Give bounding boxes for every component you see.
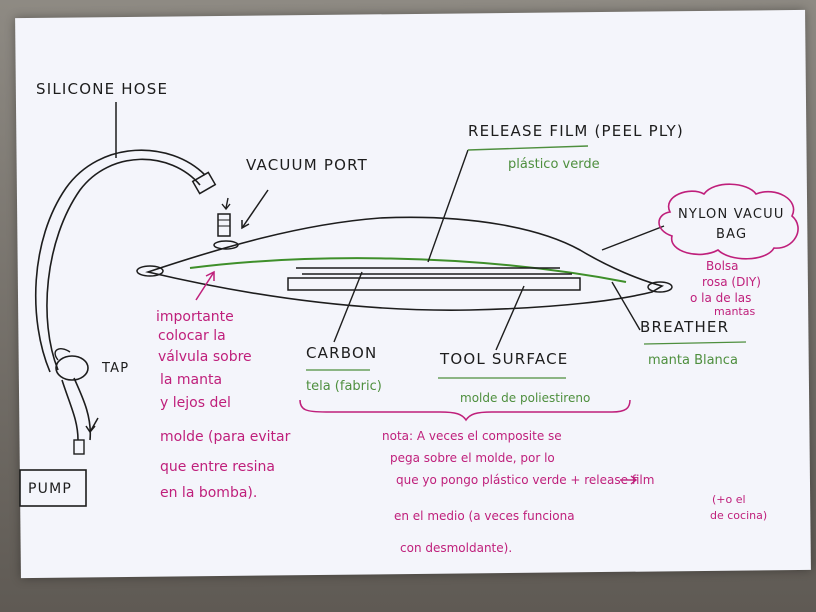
label-silicone-hose: SILICONE HOSE (36, 80, 169, 98)
label-tap: TAP (102, 361, 130, 376)
pump-connector (73, 439, 85, 455)
note-importante-4: la manta (160, 372, 223, 388)
hose-to-pump-left (61, 379, 79, 441)
nylon-vacuum-bag (145, 216, 665, 311)
note-nota-4: en el medio (a veces funciona (394, 509, 575, 523)
note-nota-3: que yo pongo plástico verde + release fi… (396, 473, 655, 487)
importante-arrow (195, 271, 215, 301)
label-release-film: RELEASE FILM (PEEL PLY) (468, 122, 684, 140)
bag-seal-left (136, 265, 164, 277)
note-side-2: de cocina) (710, 509, 768, 522)
note-molde-1: molde (para evitar (160, 429, 291, 445)
label-nylon-bag-2: BAG (716, 227, 748, 242)
silicone-hose-outer (46, 158, 201, 371)
hose-to-pump-right (73, 377, 92, 441)
breather-leader (611, 281, 641, 331)
note-importante-1: importante (156, 309, 234, 325)
note-importante-3: válvula sobre (158, 349, 252, 365)
label-vacuum-port: VACUUM PORT (246, 156, 368, 174)
note-tool-surface: molde de poliestireno (460, 391, 591, 405)
tool-surface-leader (495, 285, 525, 351)
note-bolsa-1: Bolsa (706, 259, 739, 273)
silicone-hose-inner (34, 149, 206, 373)
note-bolsa-2: rosa (DIY) (702, 275, 761, 289)
pump-box (19, 469, 87, 507)
note-bolsa-4: mantas (714, 305, 756, 318)
label-nylon-bag-1: NYLON VACUU (678, 207, 785, 222)
nylon-bag-leader (601, 225, 665, 251)
nylon-bag-cloud (658, 183, 799, 260)
note-breather: manta Blanca (648, 353, 738, 368)
release-film-underline (467, 145, 589, 151)
label-carbon: CARBON (306, 344, 378, 362)
vacuum-port-leader (241, 189, 269, 229)
note-nota-2: pega sobre el molde, por lo (390, 451, 555, 465)
vacuum-port-body (217, 213, 231, 237)
tap-handle (54, 348, 71, 361)
label-pump: PUMP (28, 481, 73, 497)
hose-connector (191, 171, 217, 195)
bag-seal-right (647, 281, 673, 293)
note-molde-2: que entre resina (160, 459, 276, 475)
note-release-film: plástico verde (508, 157, 600, 172)
note-side-1: (+o el (712, 493, 746, 506)
note-nota-5: con desmoldante). (400, 541, 513, 555)
carbon-leader (333, 271, 363, 343)
release-film-leader (427, 149, 469, 263)
note-importante-5: y lejos del (160, 395, 231, 411)
note-nota-1: nota: A veces el composite se (382, 429, 562, 443)
label-breather: BREATHER (640, 318, 730, 336)
pink-brace (299, 399, 631, 422)
release-film-layer (189, 257, 627, 283)
tap-valve (55, 355, 89, 381)
port-arrow (225, 197, 229, 209)
note-carbon: tela (fabric) (306, 379, 382, 394)
note-bolsa-3: o la de las (690, 291, 752, 305)
note-importante-2: colocar la (158, 328, 226, 344)
tool-surface-mould (287, 277, 581, 291)
label-tool-surface: TOOL SURFACE (440, 350, 569, 368)
note-molde-3: en la bomba). (160, 485, 258, 501)
